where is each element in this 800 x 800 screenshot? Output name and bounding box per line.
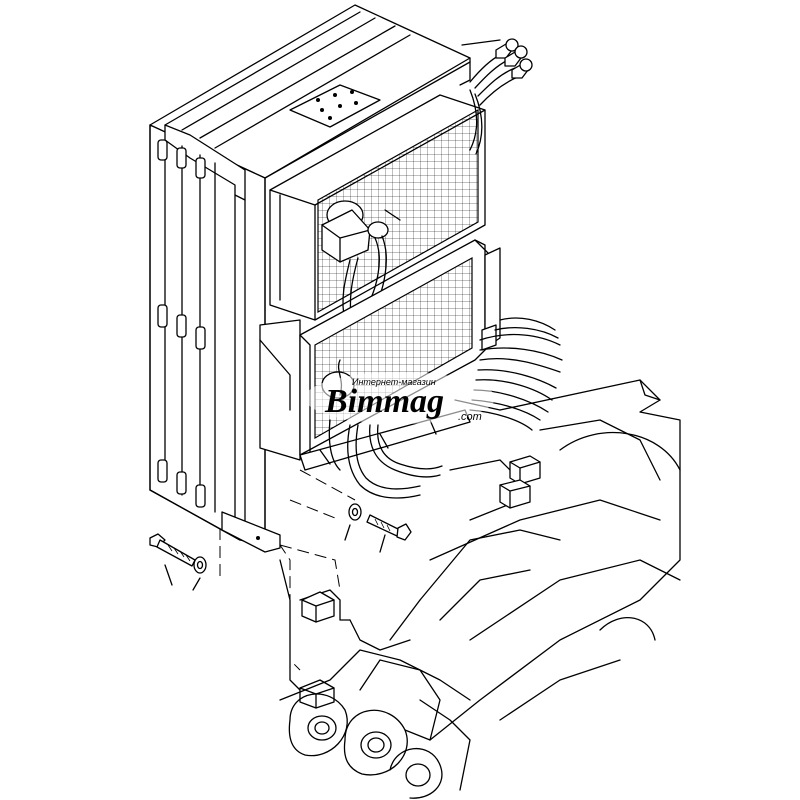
- upper-fan-guard: [269, 94, 486, 323]
- top-plate-bolts: [316, 90, 358, 120]
- fitting-3: [511, 58, 533, 79]
- bolt-left: [149, 533, 207, 591]
- hose-loop-lower: [328, 419, 443, 499]
- mounting-block-upper: [509, 455, 541, 485]
- fitting-1: [495, 38, 519, 59]
- hinge-set-middle: [157, 304, 206, 350]
- bolt-right: [344, 503, 412, 553]
- fitting-2: [504, 45, 528, 67]
- hinge-set-bottom: [157, 459, 206, 508]
- hinge-set-top: [157, 139, 206, 179]
- pivot-eye-right: [389, 699, 471, 799]
- pivot-eye-center: [343, 659, 441, 776]
- watermark-logo: Интернет-магазин Bimmag .com: [305, 372, 495, 424]
- hydraulic-fittings: [461, 38, 533, 155]
- pivot-eye-left: [288, 693, 348, 757]
- watermark-domain: .com: [458, 411, 482, 423]
- watermark-tagline: Интернет-магазин: [352, 377, 436, 387]
- chassis-frame: [429, 379, 681, 741]
- mounting-block-lower: [499, 479, 531, 509]
- radiator-housing: [149, 4, 471, 553]
- fan-motor-upper: [321, 200, 389, 263]
- watermark-brand: Bimmag: [324, 383, 444, 420]
- lower-bracket: [279, 529, 561, 709]
